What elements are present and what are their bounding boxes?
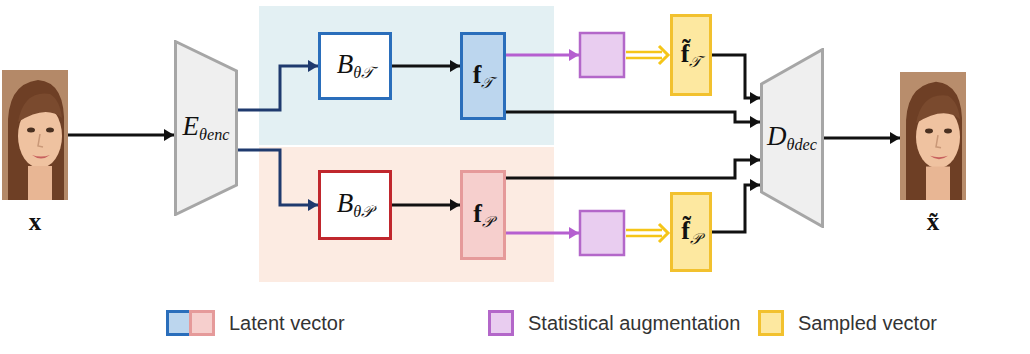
- legend-text: Sampled vector: [798, 312, 937, 334]
- connector-arrow: [68, 135, 174, 136]
- branch-band-bottom: [259, 147, 554, 282]
- connector-arrow: [506, 160, 760, 178]
- connector-arrow: [824, 138, 900, 139]
- sampled-vector: f̃𝒯: [670, 14, 712, 96]
- connector-arrow: [238, 66, 318, 110]
- image-label: x: [29, 208, 42, 235]
- connector-arrow: [712, 185, 760, 232]
- connector-arrow: [506, 112, 760, 122]
- connector-arrow: [392, 205, 460, 206]
- bottleneck-box: Bθ𝒫: [318, 170, 392, 240]
- sampled-vector: f̃𝒫: [670, 192, 712, 272]
- image-label: x̃: [927, 208, 940, 235]
- legend-swatch: [758, 310, 784, 336]
- decoder-trapezoid: Dθdec: [760, 48, 824, 228]
- node-label: Bθ𝒯: [337, 50, 373, 83]
- label-holder: x̃: [900, 208, 966, 236]
- node-label: Dθdec: [767, 122, 817, 155]
- legend-swatch-extra: [189, 310, 215, 336]
- legend-entry: Sampled vector: [758, 310, 937, 336]
- branch-band-top: [259, 6, 554, 145]
- bottleneck-box: Bθ𝒯: [318, 32, 392, 100]
- node-label: f̃𝒯: [681, 40, 702, 70]
- encoder-trapezoid: Eθenc: [174, 40, 238, 216]
- latent-vector: f𝒯: [460, 32, 506, 120]
- node-label: f𝒫: [473, 200, 493, 230]
- augmentation-box: [580, 33, 624, 77]
- node-label: Eθenc: [183, 112, 230, 145]
- legend-entry: Latent vector: [166, 310, 345, 336]
- face-photo: [900, 72, 966, 200]
- face-photo: [2, 70, 68, 200]
- latent-vector: f𝒫: [460, 170, 506, 260]
- node-label: Bθ𝒫: [337, 189, 373, 222]
- connector-arrow: [506, 224, 668, 242]
- connector-arrow: [238, 150, 318, 205]
- label-holder: x: [2, 208, 68, 236]
- output-image: x̃: [900, 72, 966, 200]
- connector-arrow: [392, 66, 460, 67]
- node-label: f𝒯: [473, 61, 494, 91]
- node-label: f̃𝒫: [681, 217, 701, 247]
- legend-swatch: [488, 310, 514, 336]
- legend-entry: Statistical augmentation: [488, 310, 740, 336]
- input-image: x: [2, 70, 68, 200]
- augmentation-box: [580, 211, 624, 255]
- legend-text: Statistical augmentation: [528, 312, 740, 334]
- connector-arrow: [712, 55, 760, 98]
- legend-text: Latent vector: [229, 312, 345, 334]
- connector-arrow: [506, 46, 668, 64]
